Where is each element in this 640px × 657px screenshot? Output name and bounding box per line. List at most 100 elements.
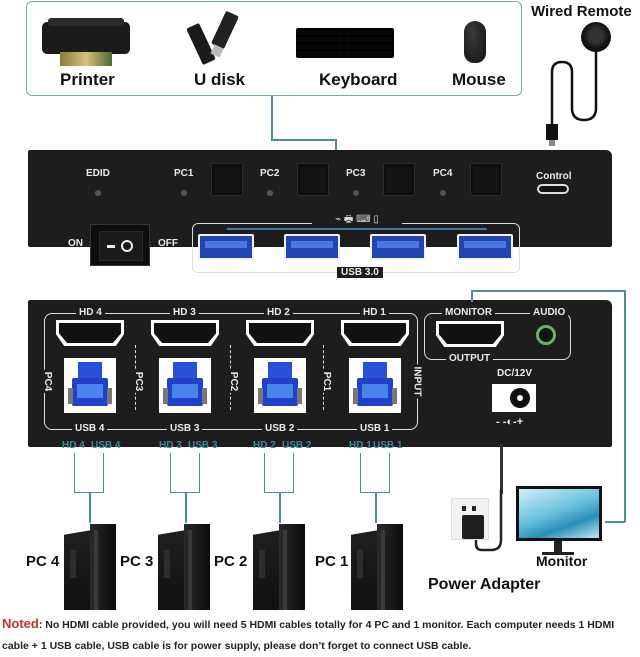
- usb-drive-icon: [186, 10, 240, 66]
- wired-remote-icon: [581, 22, 611, 52]
- hdmi-input-hd2[interactable]: [246, 320, 314, 346]
- cable-bundle-pc3: [170, 453, 200, 493]
- pc1-divider-label: PC1: [321, 369, 333, 394]
- cable-label-usb2: USB 2: [282, 440, 312, 451]
- monitor-connector-line: [471, 290, 625, 292]
- wired-remote-label: Wired Remote: [531, 3, 632, 20]
- pc3-button[interactable]: [383, 163, 415, 196]
- cable-line-pc4: [89, 493, 91, 523]
- cable-bundle-pc2: [264, 453, 294, 493]
- cable-line-pc3: [185, 493, 187, 523]
- pc2-tower-icon: [253, 524, 305, 610]
- hdmi-input-hd1[interactable]: [341, 320, 409, 346]
- control-port[interactable]: [537, 184, 569, 194]
- cable-label-hd1: HD 1: [349, 440, 372, 451]
- peripheral-label-udisk: U disk: [194, 70, 246, 89]
- peripheral-label-mouse: Mouse: [452, 70, 506, 89]
- pc1-tower-icon: [351, 524, 403, 610]
- cable-bundle-pc4: [74, 453, 104, 493]
- usb-a-port-2[interactable]: [284, 234, 340, 260]
- monitor-connector-line: [471, 290, 473, 302]
- pc1-led: [181, 190, 187, 196]
- pc2-button[interactable]: [297, 163, 329, 196]
- cable-label-usb3: USB 3: [188, 440, 218, 451]
- pc3-tower-icon: [158, 524, 210, 610]
- power-switch[interactable]: [90, 224, 150, 266]
- cable-label-usb4: USB 4: [91, 440, 121, 451]
- usb-a-port-3[interactable]: [370, 234, 426, 260]
- usb-b-port-4[interactable]: [64, 358, 116, 413]
- pc4-button[interactable]: [470, 163, 502, 196]
- output-label: OUTPUT: [446, 353, 494, 364]
- power-adapter-icon: [451, 498, 489, 540]
- pc4-led: [440, 190, 446, 196]
- keyboard-icon: [296, 28, 394, 58]
- power-adapter-cable-icon: [474, 490, 503, 552]
- peripheral-connector-line: [271, 96, 273, 140]
- usb4-label: USB 4: [72, 423, 108, 434]
- pc3-led: [353, 190, 359, 196]
- hdmi-input-hd3[interactable]: [151, 320, 219, 346]
- audio-label: AUDIO: [530, 307, 569, 318]
- usb-a-port-1[interactable]: [198, 234, 254, 260]
- power-on-mark: [107, 245, 115, 248]
- pc3-label-bottom: PC 3: [120, 553, 154, 570]
- usb30-label: USB 3.0: [337, 267, 383, 278]
- usb-icons-strip: ⌁ 🖶 ⌨ ▯: [312, 214, 402, 226]
- usb2-label: USB 2: [262, 423, 298, 434]
- printer-icon: [40, 16, 132, 68]
- mouse-icon: [464, 21, 486, 63]
- hd3-label: HD 3: [170, 307, 199, 318]
- usb-b-port-3[interactable]: [159, 358, 211, 413]
- usb1-label: USB 1: [357, 423, 393, 434]
- pc2-led: [267, 190, 273, 196]
- cable-line-pc2: [279, 493, 281, 523]
- hd2-label: HD 2: [264, 307, 293, 318]
- cable-label-usb1: USB 1: [373, 440, 403, 451]
- output-bracket: [424, 313, 571, 360]
- pc1-button[interactable]: [211, 163, 243, 196]
- note-body: : No HDMI cable provided, you will need …: [2, 619, 615, 652]
- pc3-label: PC3: [346, 168, 366, 179]
- monitor-connector-line: [624, 290, 626, 522]
- cable-label-hd4: HD 4: [62, 440, 85, 451]
- monitor-label: Monitor: [536, 553, 588, 569]
- pc4-label: PC4: [433, 168, 453, 179]
- dc-polarity-symbol: - -◐-+: [496, 416, 524, 428]
- hd4-label: HD 4: [76, 307, 105, 318]
- usb-a-port-4[interactable]: [457, 234, 513, 260]
- usb3-label: USB 3: [167, 423, 203, 434]
- peripherals-box: [26, 1, 522, 96]
- kvm-rear-panel: [28, 300, 612, 447]
- control-label: Control: [536, 171, 572, 182]
- monitor-stand: [554, 541, 562, 553]
- usb-link-line: [227, 228, 487, 230]
- pc1-label: PC1: [174, 168, 194, 179]
- peripheral-label-keyboard: Keyboard: [319, 70, 398, 89]
- peripheral-label-printer: Printer: [60, 70, 115, 89]
- usb-b-port-2[interactable]: [254, 358, 306, 413]
- pc4-tower-icon: [64, 524, 116, 610]
- power-on-label: ON: [68, 238, 83, 249]
- dc-label: DC/12V: [497, 368, 533, 379]
- hd1-label: HD 1: [360, 307, 389, 318]
- pc4-label-bottom: PC 4: [26, 553, 60, 570]
- dc-cable: [500, 444, 503, 494]
- hdmi-output-monitor[interactable]: [436, 321, 504, 347]
- monitor-icon: [516, 486, 602, 541]
- usb-b-port-1[interactable]: [349, 358, 401, 413]
- pc2-divider-label: PC2: [228, 369, 240, 394]
- dc-power-port[interactable]: [492, 384, 536, 412]
- input-label: INPUT: [411, 364, 423, 399]
- cable-label-hd2: HD 2: [253, 440, 276, 451]
- audio-jack[interactable]: [536, 325, 556, 345]
- cable-line-pc1: [375, 493, 377, 523]
- pc3-divider-label: PC3: [133, 369, 145, 394]
- power-off-mark: [121, 240, 133, 252]
- monitor-output-label: MONITOR: [442, 307, 496, 318]
- hdmi-input-hd4[interactable]: [56, 320, 124, 346]
- cable-label-hd3: HD 3: [159, 440, 182, 451]
- edid-led: [95, 190, 101, 196]
- edid-label: EDID: [86, 168, 110, 179]
- pc2-label: PC2: [260, 168, 280, 179]
